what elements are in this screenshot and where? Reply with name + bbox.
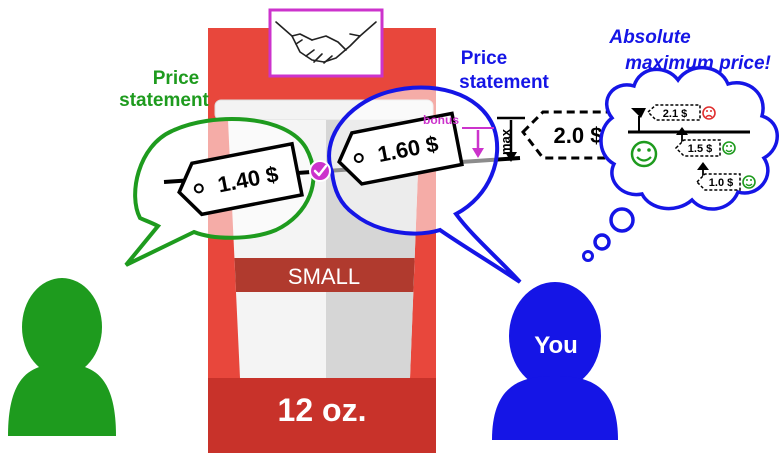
price-option-2: 1.5 $ bbox=[674, 127, 736, 157]
thought-heading-line1: Absolute bbox=[608, 27, 691, 48]
right-person-icon: You bbox=[492, 282, 618, 440]
thought-cloud bbox=[582, 65, 779, 262]
red-base-band bbox=[208, 378, 436, 453]
left-heading-line2: statement bbox=[119, 90, 209, 111]
max-bracket: max bbox=[497, 116, 525, 162]
price-option-2-text: 1.5 $ bbox=[688, 143, 712, 155]
max-price-text: 2.0 $ bbox=[554, 123, 603, 148]
left-price-tag: 1.40 $ bbox=[177, 141, 304, 217]
right-heading-line2: statement bbox=[459, 72, 549, 93]
thought-heading-line2: maximum price! bbox=[625, 53, 771, 74]
cup-sleeve bbox=[228, 258, 420, 292]
you-label: You bbox=[534, 332, 578, 359]
sad-face-icon bbox=[702, 106, 716, 120]
left-heading-line1: Price bbox=[153, 68, 199, 89]
handshake-icon bbox=[268, 8, 384, 78]
check-icon bbox=[309, 160, 331, 182]
price-option-1: 2.1 $ bbox=[631, 104, 716, 132]
smile-icon-small-1 bbox=[722, 141, 736, 155]
price-option-3: 1.0 $ bbox=[695, 162, 756, 191]
left-person-icon bbox=[8, 278, 116, 436]
big-smile-icon bbox=[630, 140, 658, 168]
price-option-3-text: 1.0 $ bbox=[709, 177, 733, 189]
cup-volume-label: 12 oz. bbox=[278, 392, 367, 428]
bonus-marker: bonus bbox=[423, 113, 494, 158]
smile-icon-small-2 bbox=[742, 175, 756, 189]
up-arrow-icon bbox=[697, 162, 709, 170]
bonus-label: bonus bbox=[423, 113, 459, 127]
right-heading-line1: Price bbox=[461, 48, 507, 69]
up-arrow-icon bbox=[676, 127, 688, 135]
max-label: max bbox=[498, 128, 513, 155]
cup-size-label: SMALL bbox=[288, 264, 360, 289]
right-price-tag: 1.60 $ bbox=[337, 111, 464, 186]
down-arrow-icon bbox=[631, 108, 646, 118]
price-option-1-text: 2.1 $ bbox=[663, 108, 687, 120]
